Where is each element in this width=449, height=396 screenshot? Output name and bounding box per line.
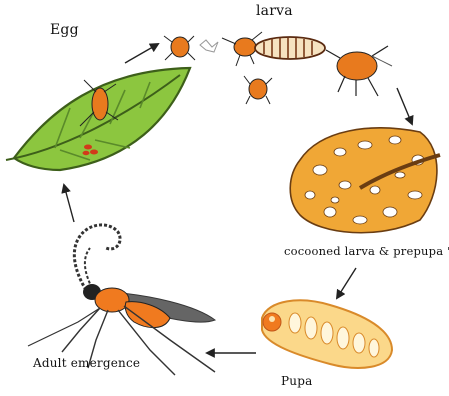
- pupa-stage-label: Pupa: [281, 374, 312, 388]
- leaf-with-eggs-illustration: [6, 68, 190, 170]
- larva-stage-illustration: [164, 32, 392, 104]
- arrow-cocoon-to-pupa: [337, 268, 356, 298]
- pupa-stage-illustration: [262, 300, 392, 368]
- adult-stage-label: Adult emergence: [33, 356, 140, 370]
- adult-wasp-illustration: [28, 225, 215, 375]
- arrow-egg-to-larva: [125, 44, 158, 63]
- egg-mark: [90, 150, 98, 155]
- arrow-larva-to-cocoon: [397, 88, 412, 124]
- egg-stage-label: Egg: [50, 22, 79, 38]
- larva-stage-label: larva: [256, 3, 293, 19]
- arrow-adult-to-egg: [64, 185, 74, 222]
- cocoon-stage-label: cocooned larva & prepupa ": [284, 244, 449, 258]
- egg-mark: [83, 151, 90, 155]
- egg-mark: [84, 145, 92, 150]
- cocoon-stage-illustration: [290, 128, 440, 233]
